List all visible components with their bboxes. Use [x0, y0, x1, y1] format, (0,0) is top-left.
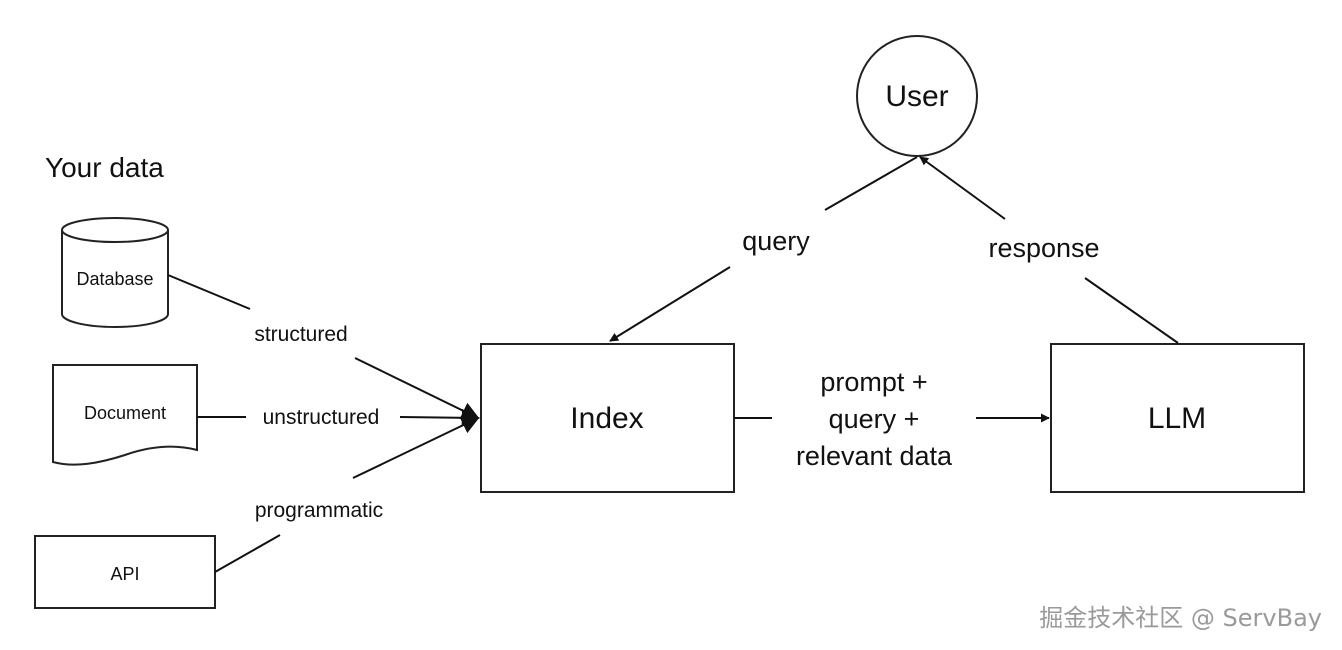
- diagram-title: Your data: [45, 152, 164, 183]
- llm-label: LLM: [1148, 402, 1206, 435]
- database-label: Database: [76, 269, 153, 289]
- api-label: API: [110, 564, 139, 584]
- unstructured-label: unstructured: [263, 406, 380, 429]
- prompt-label-line-2: query +: [829, 404, 920, 434]
- database-node: Database: [61, 217, 169, 328]
- query-edge: query: [609, 156, 918, 342]
- programmatic-label: programmatic: [255, 499, 383, 522]
- programmatic-edge: programmatic: [214, 416, 480, 573]
- watermark-text: 掘金技术社区 @ ServBay: [1039, 604, 1322, 632]
- llm-node: LLM: [1050, 343, 1305, 493]
- query-label: query: [742, 226, 810, 256]
- prompt-label-line-3: relevant data: [796, 441, 953, 471]
- response-edge: response: [919, 156, 1179, 344]
- prompt-edge: prompt + query + relevant data: [734, 367, 1050, 471]
- user-label: User: [885, 80, 948, 113]
- unstructured-edge: unstructured: [197, 406, 480, 429]
- structured-label: structured: [254, 323, 347, 346]
- structured-edge: structured: [167, 274, 480, 419]
- document-node: Document: [52, 364, 198, 466]
- index-label: Index: [570, 402, 643, 435]
- index-node: Index: [480, 343, 735, 493]
- response-label: response: [988, 233, 1099, 263]
- api-node: API: [34, 535, 216, 609]
- prompt-label-line-1: prompt +: [820, 367, 927, 397]
- document-label: Document: [84, 403, 166, 423]
- user-node: User: [856, 35, 978, 157]
